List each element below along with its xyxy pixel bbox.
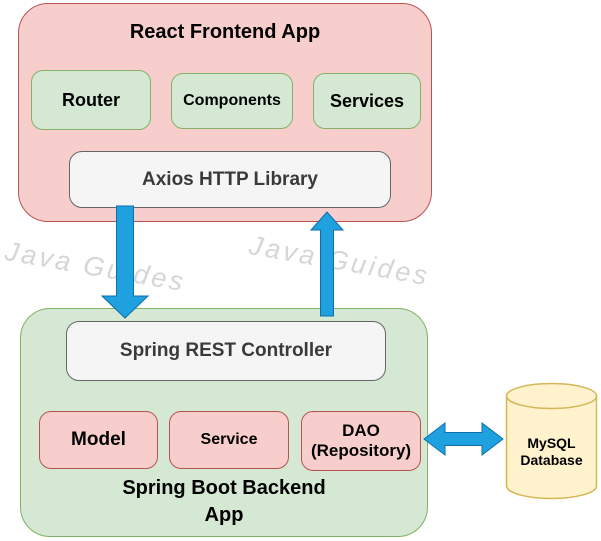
frontend-title: React Frontend App — [129, 21, 321, 43]
model-label: Model — [71, 429, 126, 450]
mysql-database-label: MySQL Database — [520, 435, 583, 468]
database-cylinder-icon — [505, 382, 598, 500]
router-node: Router — [31, 70, 151, 130]
spring-rest-controller-node: Spring REST Controller — [66, 321, 386, 381]
spring-rest-controller-label: Spring REST Controller — [119, 340, 333, 361]
watermark-text: Java Guides — [2, 236, 189, 298]
service-node: Service — [169, 411, 289, 469]
dao-repository-node: DAO (Repository) — [301, 411, 421, 471]
mysql-database-cylinder: /* stroke for body path bound below via … — [505, 382, 598, 500]
router-label: Router — [62, 89, 120, 110]
cylinder-rim — [505, 395, 598, 410]
watermark-text: Java Guides — [246, 230, 433, 292]
dao-repository-label: DAO (Repository) — [310, 421, 412, 460]
axios-http-library-node: Axios HTTP Library — [69, 151, 391, 208]
components-node: Components — [171, 73, 293, 129]
backend-title: Spring Boot Backend App — [122, 477, 326, 526]
frontend-container: React Frontend App Router Components Ser… — [18, 3, 432, 222]
components-label: Components — [183, 92, 281, 109]
model-node: Model — [39, 411, 158, 469]
services-label: Services — [329, 90, 405, 111]
services-node: Services — [313, 73, 421, 129]
cylinder-body — [505, 382, 598, 500]
dao-to-database-arrow — [423, 421, 504, 457]
service-label: Service — [200, 431, 258, 448]
axios-http-library-label: Axios HTTP Library — [142, 168, 318, 190]
backend-container: Spring REST Controller Model Service DAO… — [20, 308, 428, 537]
